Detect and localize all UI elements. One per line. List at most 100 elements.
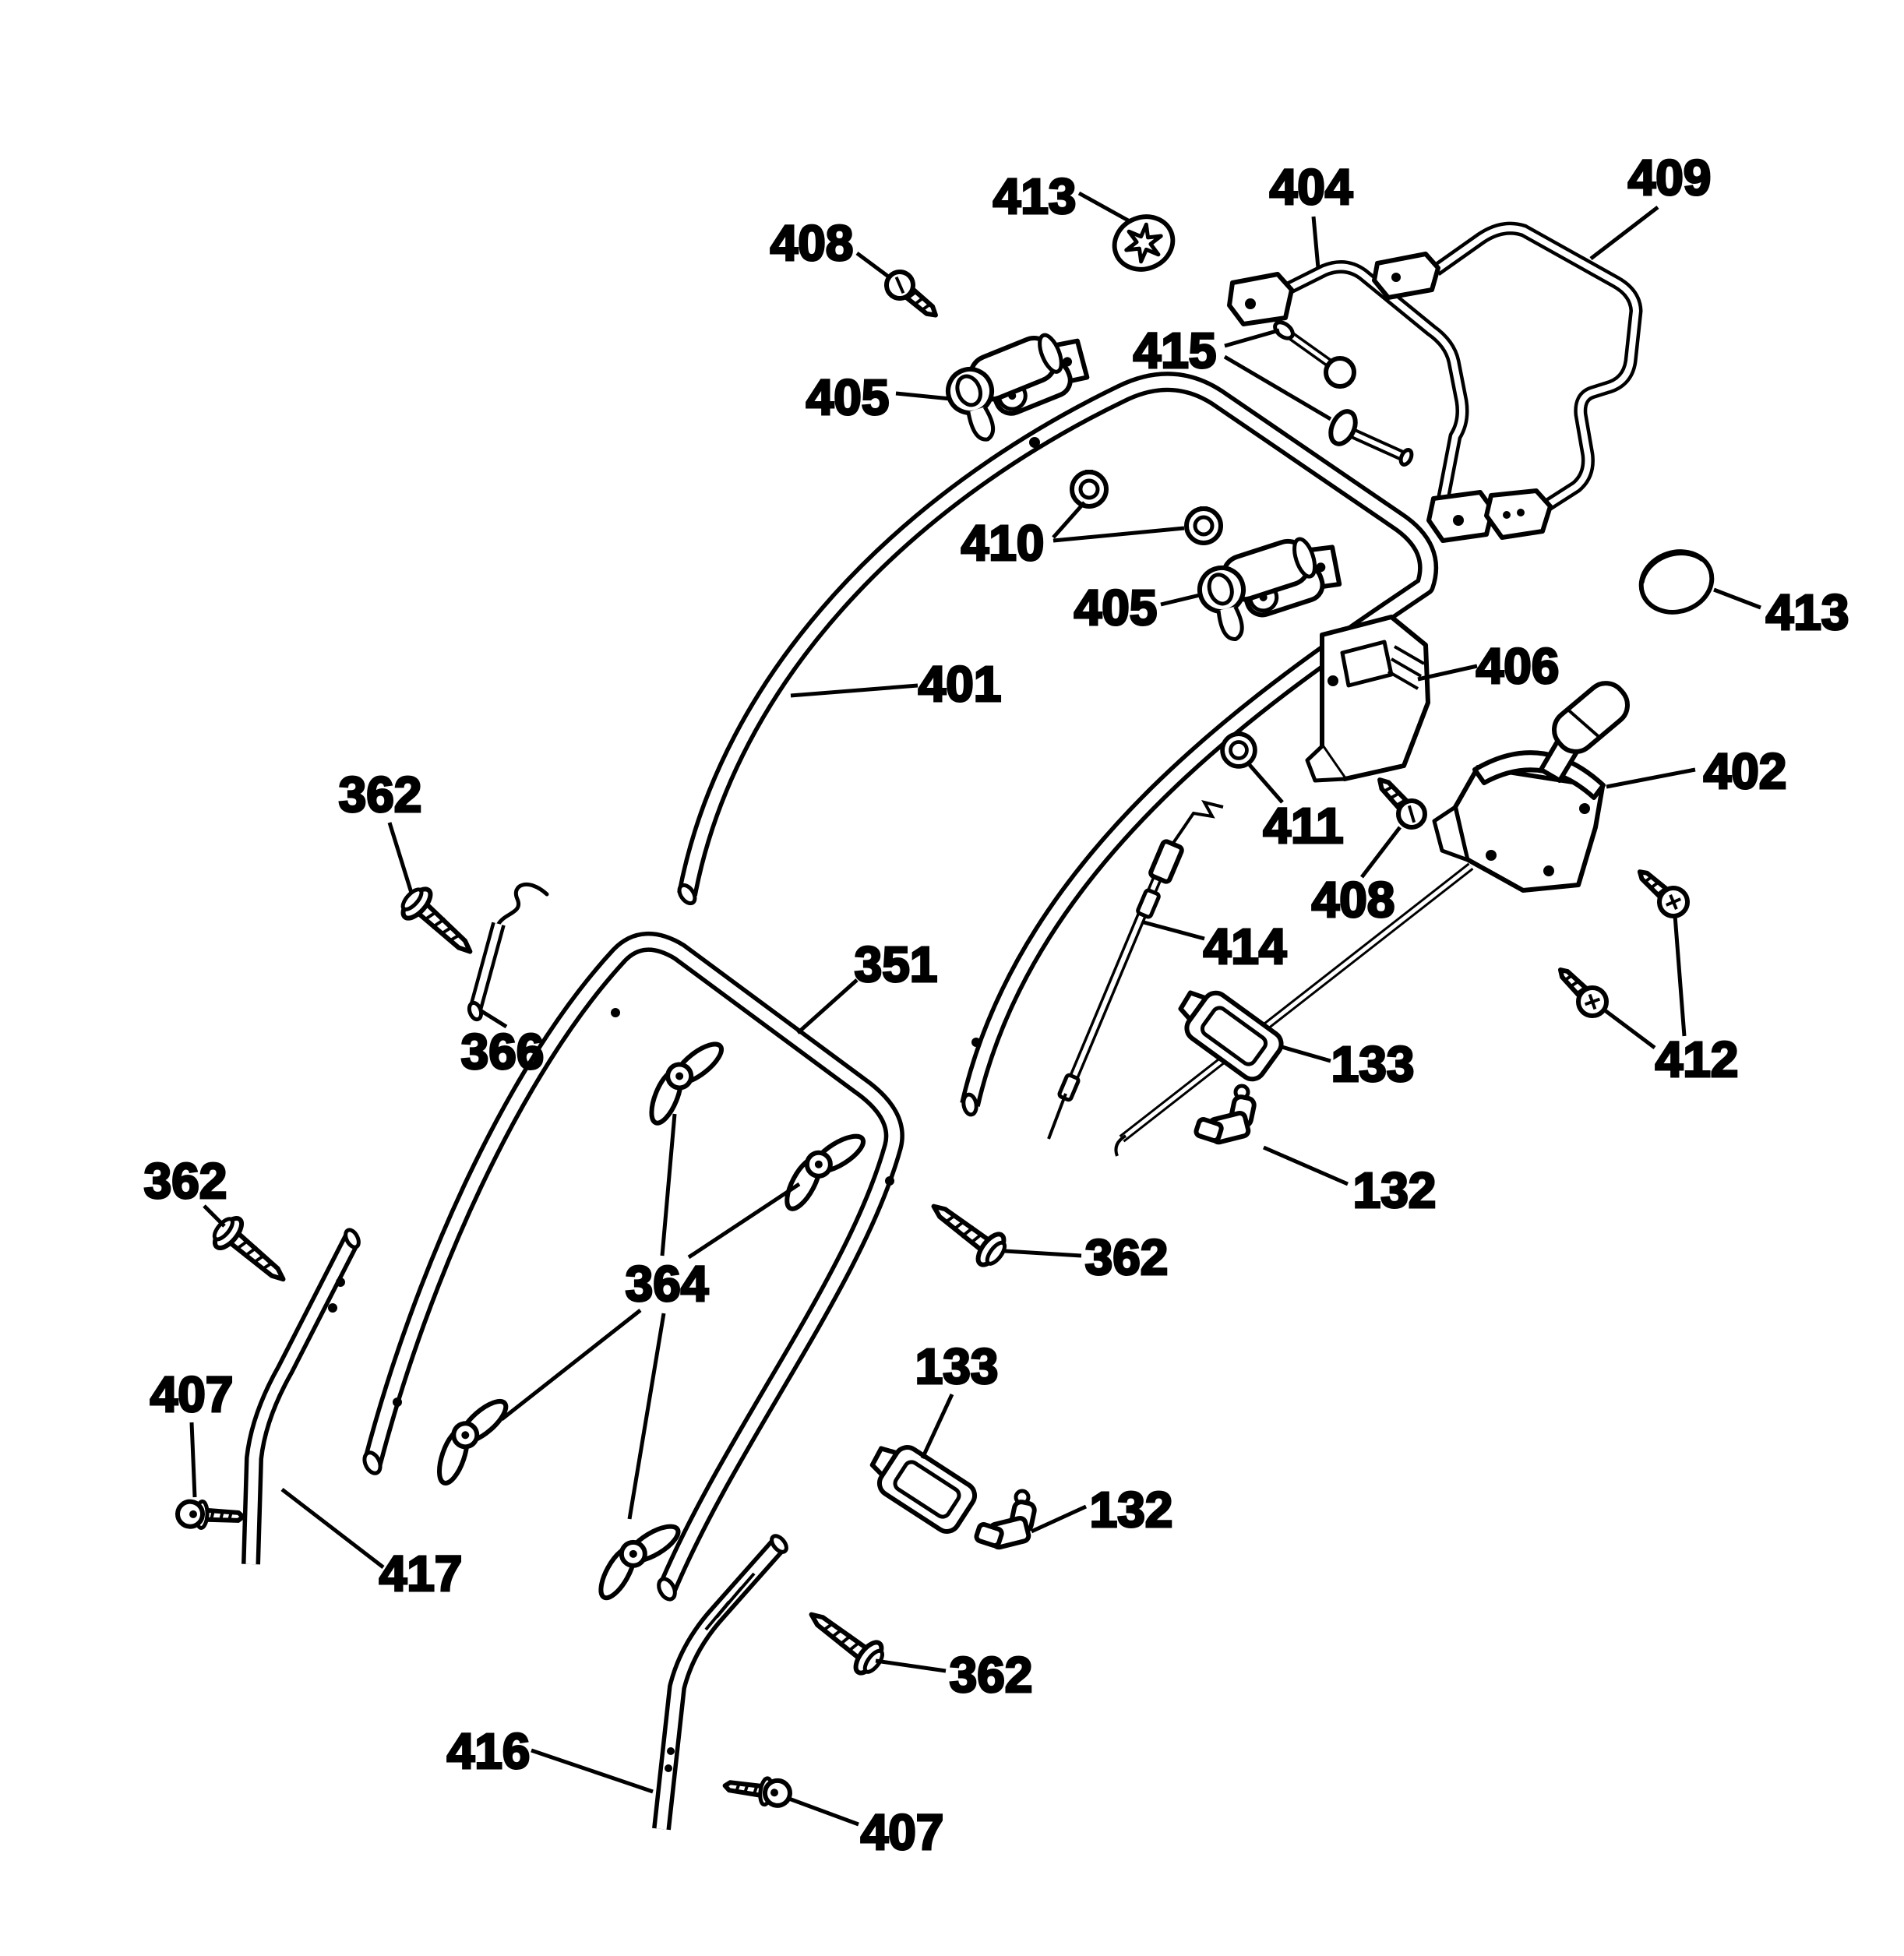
part-405-handle-clamp-lower bbox=[1193, 528, 1350, 646]
leader-line-405 bbox=[895, 391, 951, 401]
leader-line-364 bbox=[660, 1113, 677, 1256]
part-364-wing-knob-3 bbox=[421, 1384, 514, 1494]
leader-line-412 bbox=[1673, 915, 1687, 1037]
leader-line-133 bbox=[1278, 1044, 1331, 1063]
part-label-406: 406 bbox=[1476, 638, 1560, 694]
part-409-bail-rod bbox=[1372, 221, 1643, 540]
leader-line-416 bbox=[531, 1748, 654, 1794]
part-411-flange-nut bbox=[1222, 733, 1255, 767]
leader-line-364 bbox=[687, 1182, 801, 1260]
leader-line-351 bbox=[796, 978, 859, 1034]
part-413-push-nut bbox=[1112, 214, 1176, 272]
part-label-407: 407 bbox=[861, 1804, 944, 1860]
part-402-throttle-control bbox=[1432, 681, 1630, 893]
part-label-362: 362 bbox=[144, 1153, 227, 1209]
part-label-409: 409 bbox=[1628, 150, 1712, 206]
part-label-132: 132 bbox=[1090, 1482, 1173, 1538]
leader-line-408 bbox=[1360, 826, 1402, 879]
leader-line-364 bbox=[627, 1313, 666, 1520]
leader-line-404 bbox=[1311, 216, 1320, 269]
part-415-bolt bbox=[1328, 409, 1414, 467]
part-366-cable-guide bbox=[467, 883, 549, 1022]
leader-line-415 bbox=[1224, 328, 1280, 348]
leader-line-407 bbox=[786, 1796, 859, 1827]
part-label-412: 412 bbox=[1655, 1031, 1739, 1087]
part-label-410: 410 bbox=[961, 515, 1045, 571]
part-label-405: 405 bbox=[1074, 580, 1158, 636]
part-364-wing-knob-2 bbox=[770, 1116, 873, 1221]
leader-line-362 bbox=[875, 1658, 947, 1673]
part-133-grommet-upper bbox=[1169, 979, 1286, 1084]
part-406-switch-housing bbox=[1305, 615, 1430, 783]
part-402-throttle-cable bbox=[1114, 862, 1474, 1157]
part-label-133: 133 bbox=[1331, 1036, 1415, 1092]
leader-line-408 bbox=[855, 251, 892, 280]
part-416-lower-handle-right-tube bbox=[652, 1534, 788, 1831]
part-417-lower-handle-left-tube bbox=[242, 1228, 361, 1565]
part-401-upper-handle bbox=[677, 372, 1439, 1117]
leader-line-410 bbox=[1052, 501, 1086, 539]
part-label-405: 405 bbox=[806, 369, 890, 425]
part-label-362: 362 bbox=[1085, 1229, 1169, 1285]
part-label-362: 362 bbox=[339, 767, 422, 823]
part-413-end-cap bbox=[1638, 549, 1715, 615]
part-label-132: 132 bbox=[1353, 1162, 1437, 1218]
leader-line-411 bbox=[1248, 763, 1284, 804]
part-label-366: 366 bbox=[461, 1024, 545, 1080]
part-132-clip-lower bbox=[975, 1491, 1035, 1549]
part-label-404: 404 bbox=[1270, 159, 1353, 215]
part-label-364: 364 bbox=[626, 1256, 709, 1312]
leader-line-132 bbox=[1263, 1145, 1349, 1186]
leader-line-362 bbox=[387, 822, 414, 893]
part-407-bolt-bottom bbox=[723, 1773, 792, 1808]
part-label-416: 416 bbox=[447, 1723, 531, 1779]
leader-line-401 bbox=[790, 683, 919, 698]
leader-line-133 bbox=[920, 1393, 954, 1460]
part-label-411: 411 bbox=[1263, 798, 1343, 854]
part-408-screw-top bbox=[881, 266, 944, 326]
part-label-133: 133 bbox=[915, 1338, 999, 1394]
part-label-414: 414 bbox=[1204, 918, 1287, 974]
leader-line-417 bbox=[280, 1488, 385, 1569]
part-label-408: 408 bbox=[1312, 872, 1395, 928]
part-408-screw-right bbox=[1370, 771, 1430, 834]
leader-line-364 bbox=[500, 1309, 642, 1421]
leader-line-412 bbox=[1603, 1009, 1656, 1049]
leader-line-415 bbox=[1223, 354, 1332, 421]
part-133-grommet-lower bbox=[862, 1434, 979, 1536]
leader-line-413 bbox=[1713, 587, 1761, 610]
leader-line-413 bbox=[1077, 191, 1131, 224]
leader-line-410 bbox=[1052, 526, 1185, 543]
part-label-362: 362 bbox=[950, 1647, 1033, 1703]
part-362-screw-bottom bbox=[801, 1600, 889, 1679]
leader-line-362 bbox=[1004, 1249, 1082, 1258]
leader-line-405 bbox=[1160, 593, 1201, 607]
part-415-pin bbox=[1273, 320, 1356, 389]
part-410-flange-nut-left bbox=[1072, 471, 1106, 506]
part-410-flange-nut-right bbox=[1186, 508, 1221, 543]
part-label-401: 401 bbox=[919, 656, 1002, 712]
part-407-bolt-left bbox=[177, 1500, 244, 1530]
part-412-screw-upper bbox=[1631, 862, 1694, 922]
part-362-screw-middle bbox=[923, 1192, 1011, 1271]
part-362-screw-upper-left bbox=[396, 883, 481, 965]
part-412-screw-lower bbox=[1550, 960, 1612, 1021]
leader-line-402 bbox=[1606, 767, 1696, 789]
part-label-413: 413 bbox=[1766, 584, 1849, 640]
part-label-351: 351 bbox=[855, 936, 938, 992]
part-label-415: 415 bbox=[1134, 322, 1217, 379]
part-label-407: 407 bbox=[150, 1366, 234, 1422]
leader-line-414 bbox=[1143, 920, 1205, 941]
leader-line-409 bbox=[1589, 206, 1659, 260]
leader-line-406 bbox=[1417, 664, 1478, 682]
part-404-bail-rod bbox=[1227, 260, 1495, 543]
part-label-402: 402 bbox=[1704, 743, 1787, 799]
leader-line-366 bbox=[480, 1009, 508, 1029]
part-label-408: 408 bbox=[770, 215, 854, 271]
part-132-clip-upper bbox=[1195, 1086, 1255, 1144]
part-351-lower-handle bbox=[362, 932, 904, 1602]
part-label-417: 417 bbox=[379, 1545, 463, 1602]
leader-line-407 bbox=[189, 1422, 197, 1498]
